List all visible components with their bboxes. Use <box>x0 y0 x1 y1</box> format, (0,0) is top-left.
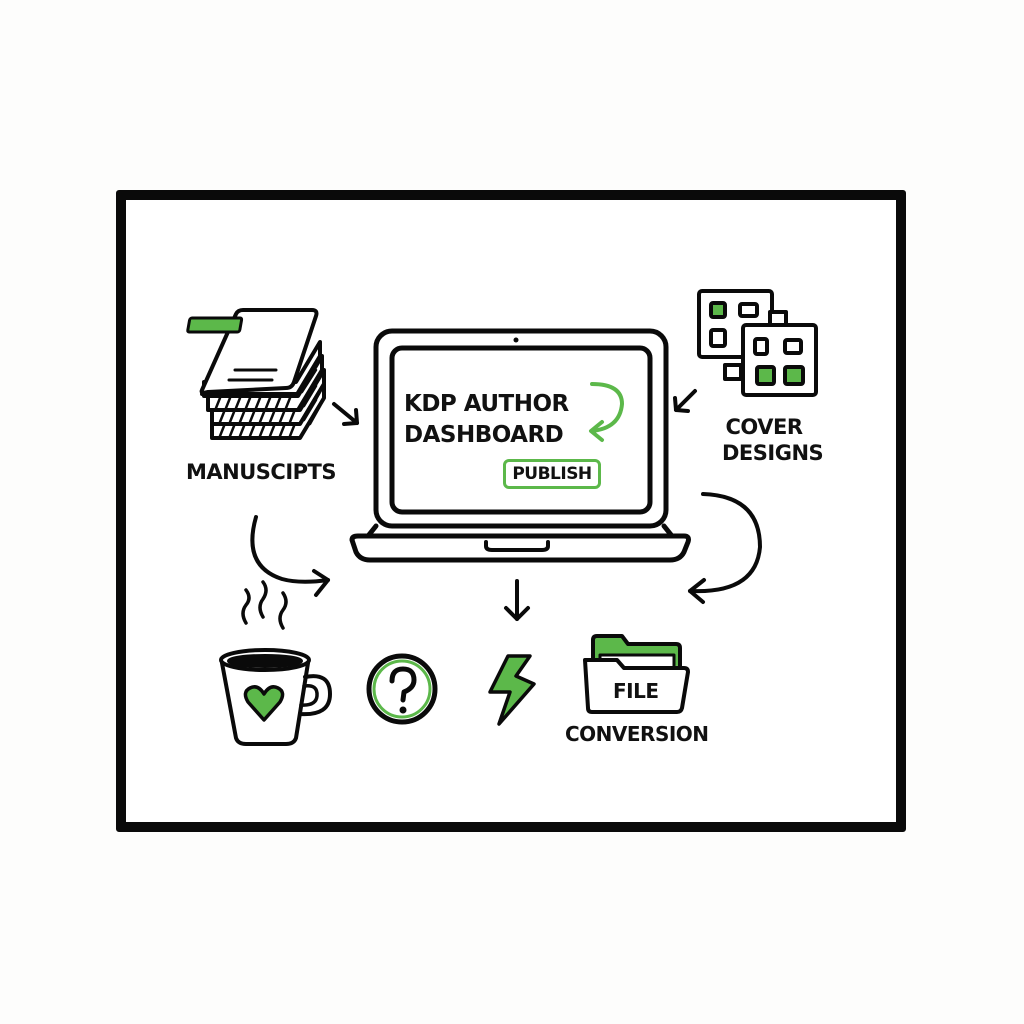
cover-designs-label-line2: DESIGNS <box>722 441 824 465</box>
arrow-manuscripts-to-laptop <box>332 402 359 426</box>
cover-designs-label-line1: COVER <box>725 415 803 439</box>
cover-designs-label: COVER DESIGNS <box>722 414 824 466</box>
dashboard-title-line2: DASHBOARD <box>404 422 564 448</box>
green-curved-arrow-icon <box>589 382 624 442</box>
curved-arrow-left <box>250 515 330 597</box>
dashboard-title: KDP AUTHOR DASHBOARD <box>404 389 569 451</box>
publish-button[interactable]: PUBLISH <box>503 459 601 489</box>
conversion-label: CONVERSION <box>565 722 709 746</box>
stacked-books-icon <box>186 308 326 440</box>
arrow-down <box>504 579 530 621</box>
question-circle-icon <box>366 653 438 725</box>
arrow-covers-to-laptop <box>673 389 697 413</box>
manuscripts-label: MANUSCIPTS <box>186 460 336 484</box>
lightning-bolt-icon <box>488 654 536 726</box>
file-label: FILE <box>613 679 659 703</box>
curved-arrow-right <box>688 492 762 604</box>
layered-grid-cards-icon <box>697 289 818 397</box>
steaming-mug-heart-icon <box>219 580 332 746</box>
dashboard-title-line1: KDP AUTHOR <box>404 391 569 417</box>
folder-icon <box>583 634 690 714</box>
